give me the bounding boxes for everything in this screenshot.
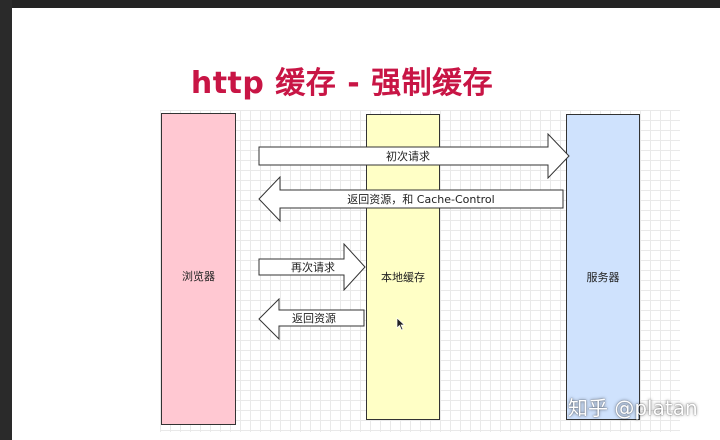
slide-title: http 缓存 - 强制缓存 [190, 66, 494, 101]
return-cache-control-arrow: 返回资源，和 Cache-Control [258, 176, 564, 222]
watermark: 知乎 @platan [568, 396, 698, 420]
second-request-arrow: 再次请求 [258, 243, 366, 291]
return-resource-label: 返回资源 [292, 311, 336, 325]
mouse-cursor-icon [396, 317, 406, 331]
browser-label: 浏览器 [182, 270, 215, 283]
window-left-edge [0, 0, 12, 440]
second-request-label: 再次请求 [291, 260, 335, 274]
browser-column: 浏览器 [161, 113, 236, 425]
first-request-arrow: 初次请求 [258, 133, 570, 179]
window-top-bar [0, 0, 720, 8]
return-cache-control-label: 返回资源，和 Cache-Control [347, 192, 494, 206]
return-resource-arrow: 返回资源 [258, 298, 365, 340]
server-column: 服务器 [566, 114, 640, 420]
local-cache-label: 本地缓存 [381, 271, 425, 284]
server-label: 服务器 [586, 271, 620, 284]
first-request-label: 初次请求 [386, 149, 430, 163]
